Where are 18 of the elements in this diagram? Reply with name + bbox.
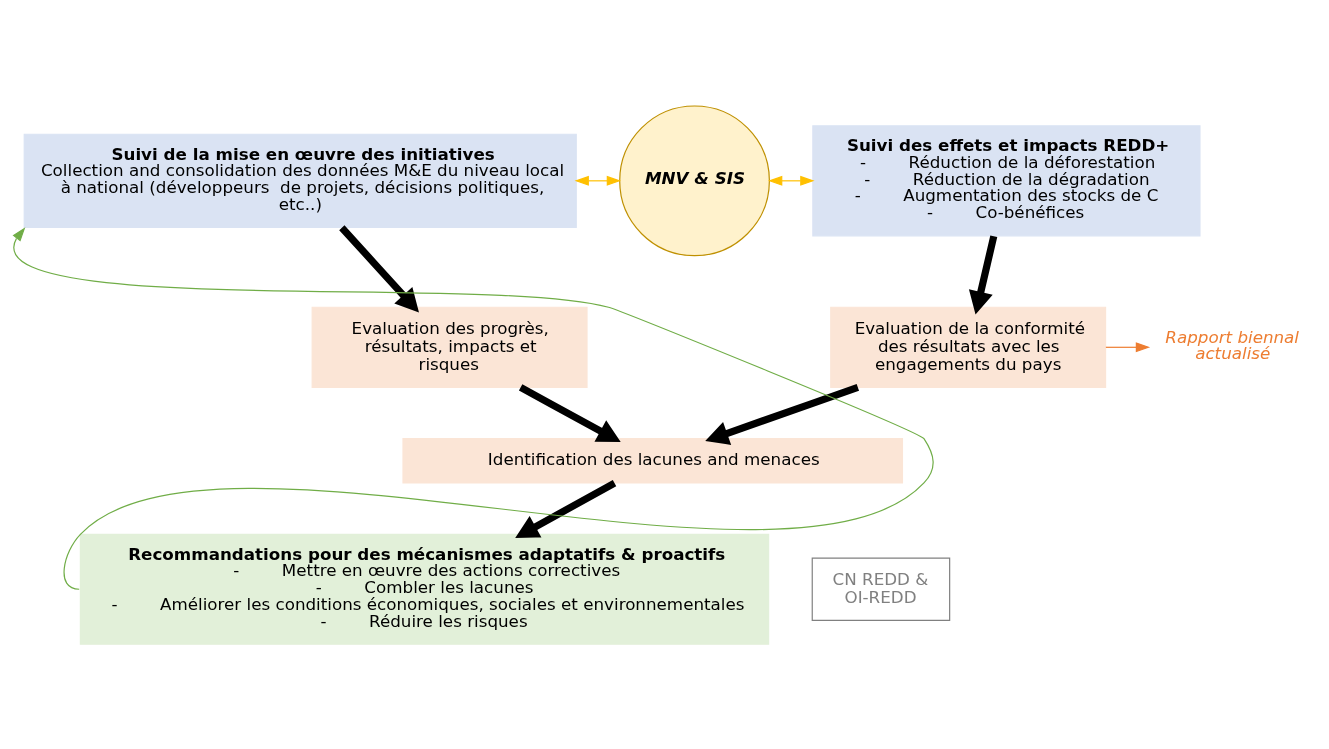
node-box: Suivi des effets et impacts REDD+ - Réduction de la déforestation - Réduction de la dégradation - Augmentation des stocks de C - Co-bénéfices — [812, 124, 1201, 236]
node-box: Identification des lacunes and menaces — [402, 437, 904, 483]
arrow — [968, 234, 998, 315]
node-box: Suivi de la mise en œuvre des initiatives Collection and consolidation des données M&E du niveau local à national (développeurs de projets, décisions politiques, etc..) — [23, 133, 577, 228]
arrow — [705, 383, 860, 445]
arrow — [515, 479, 617, 538]
node-circle: MNV & SIS — [619, 104, 770, 256]
arrow — [12, 226, 934, 590]
node-box: Recommandations pour des mécanismes adaptatifs & proactifs - Mettre en œuvre des actions correctives - Combler les lacunes - Améliorer les conditions économiques, sociales et environnementales - Réduire les risques — [79, 533, 770, 645]
arrow — [767, 175, 815, 186]
node-text: Rapport biennal actualisé — [1165, 326, 1300, 363]
arrow — [574, 175, 622, 186]
arrow — [518, 383, 621, 442]
node-box: CN REDD & OI-REDD — [811, 557, 951, 621]
node-box: Evaluation des progrès, résultats, impacts et risques — [311, 306, 588, 388]
arrow — [339, 224, 419, 312]
node-box: Evaluation de la conformité des résultats avec les engagements du pays — [830, 306, 1107, 388]
arrow — [1105, 341, 1151, 352]
